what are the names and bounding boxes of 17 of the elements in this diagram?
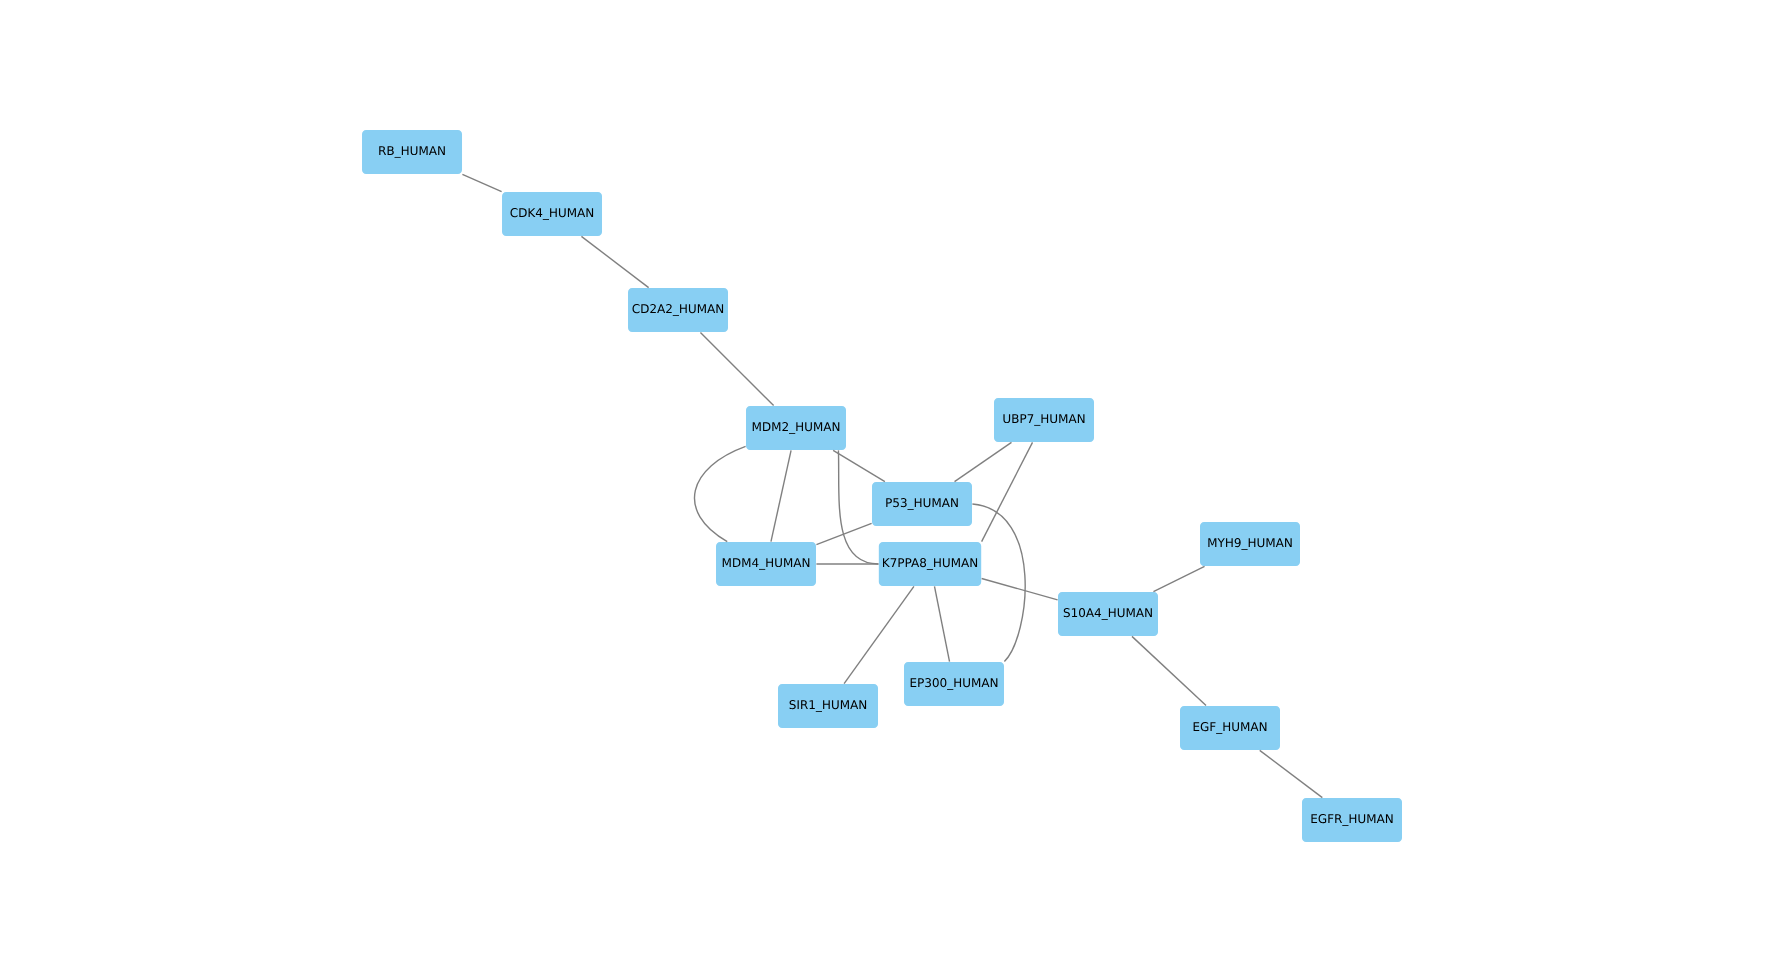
connector-line (699, 331, 775, 407)
connector-line (693, 445, 747, 543)
connector-line (815, 563, 880, 565)
connector-line (953, 441, 1013, 483)
connector-line (832, 449, 886, 483)
connector-line (461, 173, 503, 193)
connector-line (1259, 749, 1323, 799)
connector-line (1131, 635, 1207, 707)
connector-line (980, 577, 1059, 601)
connector-line (770, 449, 792, 543)
connector-line (980, 441, 1034, 543)
connector-line (1152, 565, 1206, 593)
connector-line (580, 235, 650, 289)
connector-line (971, 503, 1026, 663)
connector-line (843, 585, 915, 685)
connector-line (933, 585, 951, 663)
connector-line (815, 522, 873, 546)
